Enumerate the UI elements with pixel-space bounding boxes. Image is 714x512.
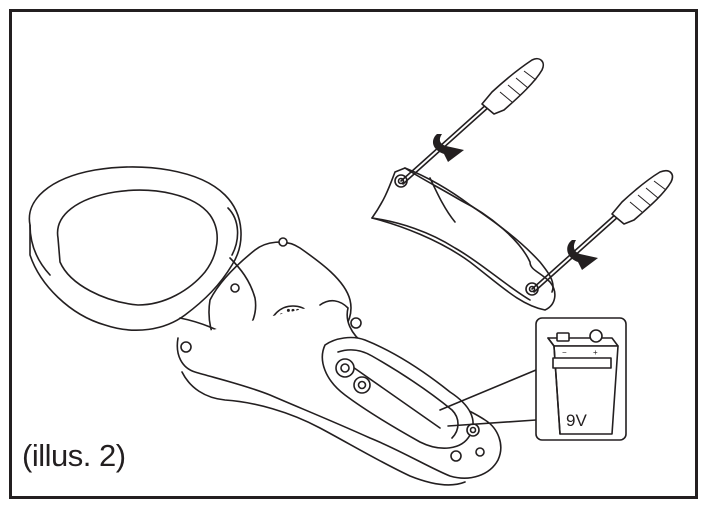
illustration-caption: (illus. 2) [22, 438, 126, 473]
rotate-arrow-icon [432, 134, 464, 162]
detector-body [28, 166, 502, 486]
battery-9v-icon: − + 9V [535, 317, 627, 441]
svg-text:+: + [593, 348, 598, 357]
svg-text:−: − [562, 348, 567, 357]
pivot-screw [230, 283, 240, 293]
battery-cover [371, 167, 556, 311]
battery-voltage-label: 9V [566, 411, 587, 430]
screwdriver-icon [400, 57, 545, 185]
rotate-arrow-icon [567, 240, 598, 270]
screwdriver-icon [531, 169, 674, 293]
